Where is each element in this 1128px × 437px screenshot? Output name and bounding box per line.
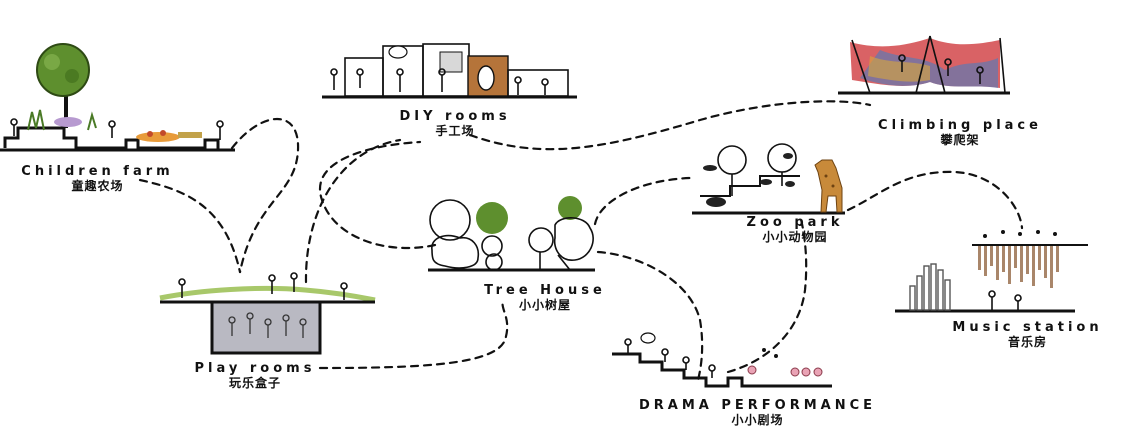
zone-title: Children farm <box>21 164 174 179</box>
zone-title-cn: 玩乐盒子 <box>228 375 281 390</box>
farm-tree-icon <box>36 43 90 97</box>
zone-title: Tree House <box>484 283 606 298</box>
zone-title: Climbing place <box>878 118 1042 133</box>
diy-rooms-illustration <box>322 43 577 99</box>
label-children-farm: Children farm 童趣农场 <box>0 164 195 194</box>
label-tree-house: Tree House 小小树屋 <box>460 283 630 313</box>
zone-title-cn: 小小树屋 <box>518 297 571 312</box>
drama-performance-illustration <box>612 332 832 388</box>
small-animals-icon <box>703 153 795 207</box>
drama-speech-bubble-icon <box>640 332 656 344</box>
circulation-path <box>138 100 1024 382</box>
diy-people-icon <box>330 68 549 95</box>
wind-chime-icon <box>978 246 1059 288</box>
speech-bubble-icon <box>388 45 408 59</box>
label-diy-rooms: DIY rooms 手工场 <box>375 109 535 139</box>
zone-title-cn: 攀爬架 <box>940 132 980 147</box>
zone-title-cn: 小小剧场 <box>731 412 784 427</box>
play-crowd-icon <box>228 312 307 338</box>
zone-title: Zoo park <box>746 215 844 230</box>
label-drama-performance: DRAMA PERFORMANCE 小小剧场 <box>615 398 900 428</box>
giraffe-icon <box>814 159 843 213</box>
zone-title: DIY rooms <box>399 109 511 124</box>
zone-title-cn: 手工场 <box>435 123 475 138</box>
zone-title-cn: 音乐房 <box>1007 334 1047 349</box>
label-zoo-park: Zoo park 小小动物园 <box>725 215 865 245</box>
label-play-rooms: Play rooms 玩乐盒子 <box>175 361 335 391</box>
zone-title: DRAMA PERFORMANCE <box>638 398 877 413</box>
zone-title: Music station <box>952 320 1103 335</box>
climbing-place-illustration <box>838 35 1010 95</box>
farm-people-icon <box>10 118 224 140</box>
tree-house-tree-icon <box>476 202 508 234</box>
play-rooms-illustration <box>159 272 376 355</box>
music-station-illustration <box>895 230 1088 313</box>
zone-title-cn: 童趣农场 <box>71 178 124 193</box>
tree-house-illustration <box>428 196 595 272</box>
drama-notes-icon <box>762 348 778 358</box>
label-climbing-place: Climbing place 攀爬架 <box>860 118 1060 148</box>
zone-title-cn: 小小动物园 <box>762 229 828 244</box>
label-music-station: Music station 音乐房 <box>935 320 1120 350</box>
children-farm-illustration <box>0 43 235 152</box>
zoo-park-illustration <box>692 143 845 215</box>
music-notes-icon <box>983 230 1057 238</box>
performers-icon <box>747 365 823 377</box>
zone-title: Play rooms <box>194 361 316 376</box>
